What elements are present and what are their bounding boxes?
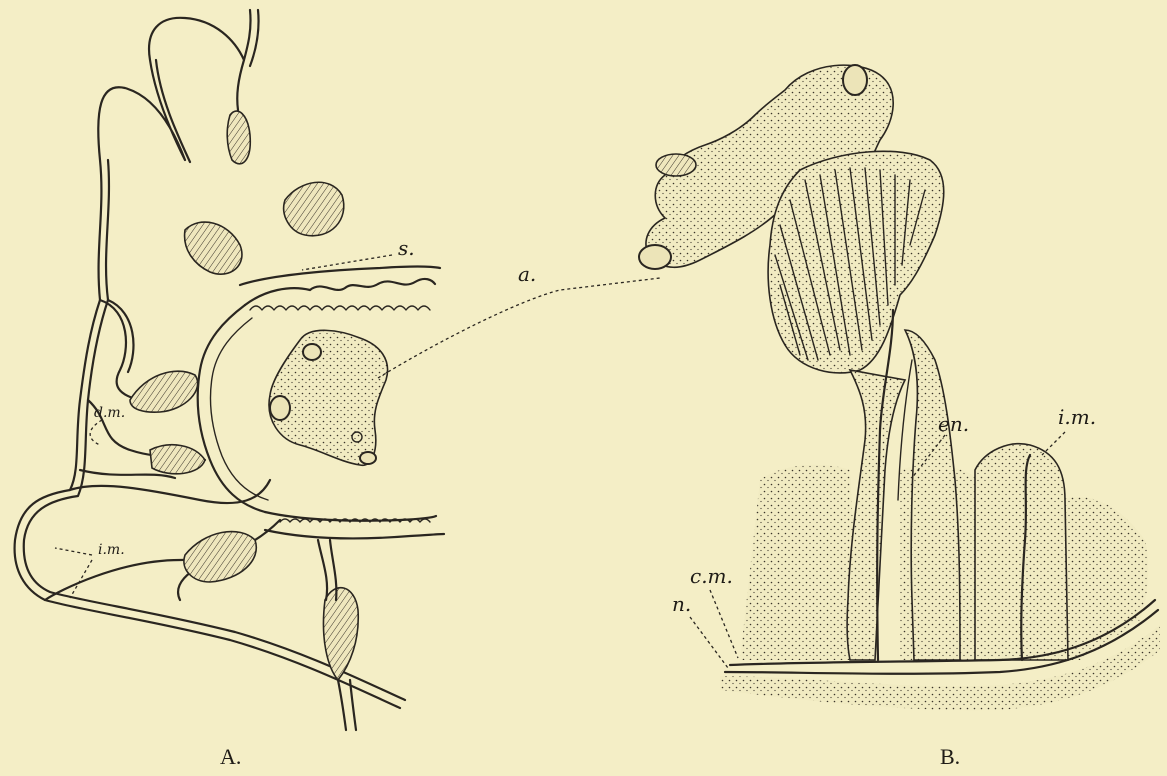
left-stalk-core [877,310,893,660]
panel-a-drawing [15,10,444,730]
panel-b-drawing [639,65,1160,710]
label-cm: c.m. [690,564,733,588]
upper-gut-outer [240,267,440,286]
label-a: a. [518,262,536,286]
leader-a [378,278,660,378]
leader-dm [90,420,102,445]
gut-curve-left-inner [210,318,268,500]
middle-stalk [905,330,960,660]
structure-a-small-nodule-2 [303,344,321,360]
caption-panel-b: B. [940,744,960,770]
label-im-a: i.m. [98,542,125,558]
tissue-mass-2 [185,222,242,274]
tissue-mass-7 [227,111,250,164]
label-s: s. [398,236,415,260]
tissue-mass-1 [284,182,344,236]
structure-a-small-nodule-1 [270,396,290,420]
caption-panel-a: A. [220,744,241,770]
head-nodule-left [656,154,696,176]
label-dm: d.m. [94,405,125,421]
structure-a-small-nodule-3 [360,452,376,464]
label-en: en. [938,412,969,436]
leader-cm [710,590,738,658]
left-stalk [847,370,905,660]
leader-n [690,617,728,668]
gut-crinkle-upper [250,306,430,310]
tissue-mass-3 [130,371,198,412]
upper-gut-band [245,279,435,305]
lower-gut-band [265,512,444,538]
tissue-mass-4 [150,445,205,474]
head-nodule-bottom [639,245,671,269]
label-n: n. [672,592,691,616]
head-nodule-top [843,65,867,95]
tissue-mass-5 [184,532,256,582]
label-im-b: i.m. [1058,405,1096,429]
